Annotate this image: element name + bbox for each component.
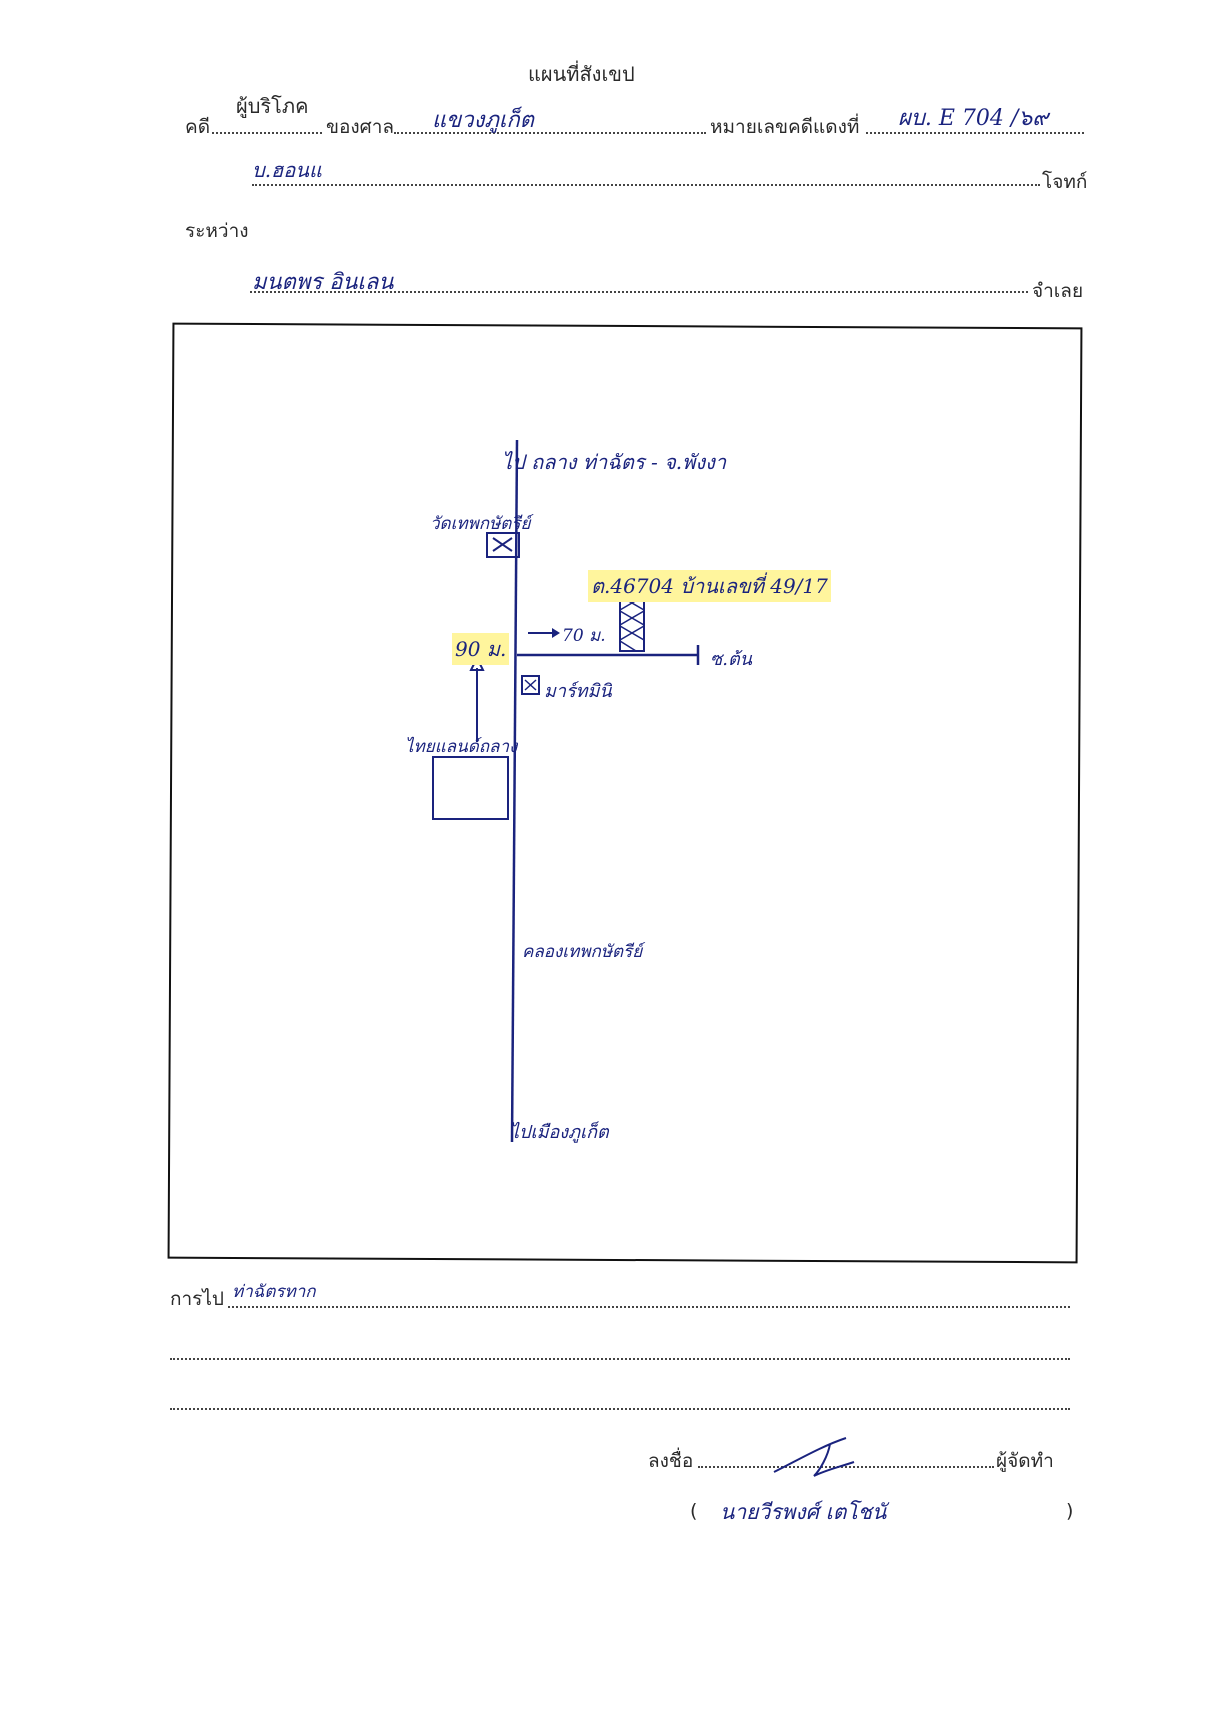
defendant-name: มนตพร อินเลน: [252, 270, 394, 295]
between-label: ระหว่าง: [185, 220, 249, 242]
temple-label: วัดเทพกษัตรีย์: [430, 514, 531, 534]
sign-line: [698, 1466, 994, 1468]
shop-marker: [521, 675, 540, 695]
distance-soi-label: 70 ม.: [562, 626, 606, 646]
court-line: [394, 132, 706, 134]
defendant-line: [250, 291, 1028, 293]
main-road-line: [510, 439, 519, 1143]
case-type: ผู้บริโภค: [236, 94, 309, 118]
soi-name-label: ซ.ต้น: [710, 649, 752, 670]
case-type-line: [212, 132, 322, 134]
page-title: แผนที่สังเขป: [528, 62, 635, 86]
canal-label: คลองเทพกษัตรีย์: [522, 942, 643, 962]
market-box: [432, 756, 509, 820]
main-road-label: ไป ถลาง ท่าฉัตร - จ.พังงา: [502, 450, 727, 474]
directions-line-2: [170, 1358, 1070, 1360]
sign-label: ลงชื่อ: [648, 1450, 694, 1472]
defendant-label: จำเลย: [1032, 280, 1084, 302]
directions-line-1: [228, 1306, 1070, 1308]
directions-line-3: [170, 1408, 1070, 1410]
directions-label: การไป: [170, 1288, 224, 1310]
plaintiff-name: บ.ฮอนแ: [252, 158, 322, 182]
shop-label: มาร์ทมินิ: [544, 681, 612, 702]
court-label: ของศาล: [326, 116, 395, 138]
maker-name: นายวีรพงศ์ เตโชนั: [720, 1500, 887, 1524]
court-name: แขวงภูเก็ต: [432, 108, 534, 133]
case-label: คดี: [185, 116, 211, 138]
name-close-paren: ): [1066, 1500, 1074, 1522]
temple-marker: [486, 532, 520, 558]
market-label: ไทยแลนด์ถลาง: [405, 737, 518, 757]
directions-value: ท่าฉัตรทาก: [232, 1282, 316, 1302]
distance-main-label: 90 ม.: [452, 633, 510, 665]
red-no-label: หมายเลขคดีแดงที่: [710, 116, 860, 138]
bottom-road-label: ไปเมืองภูเก็ต: [510, 1122, 609, 1143]
name-open-paren: (: [690, 1500, 698, 1522]
plot-label: ต.46704 บ้านเลขที่ 49/17: [588, 570, 831, 602]
plaintiff-label: โจทก์: [1042, 171, 1088, 193]
red-no-line: [866, 132, 1084, 134]
signature: [773, 1437, 855, 1477]
red-no-value: ผบ. E 704 /๖๙: [898, 106, 1049, 131]
plaintiff-line: [252, 184, 1040, 186]
maker-label: ผู้จัดทำ: [996, 1450, 1054, 1472]
